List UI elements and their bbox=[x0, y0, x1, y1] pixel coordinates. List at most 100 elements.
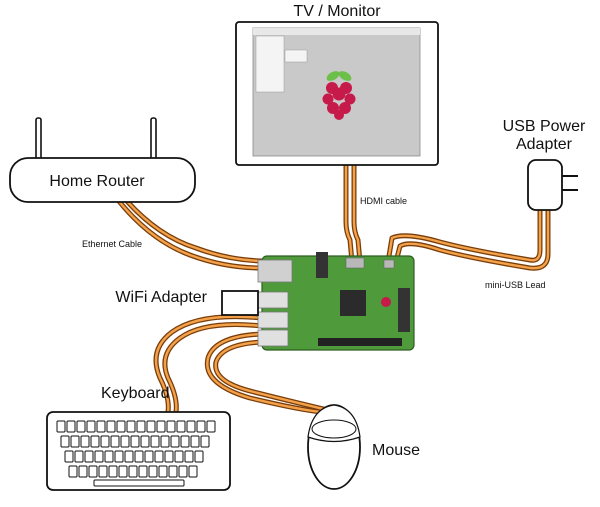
keyboard-key bbox=[160, 435, 170, 448]
keyboard-key bbox=[148, 465, 158, 478]
keyboard-key bbox=[170, 435, 180, 448]
keyboard-key bbox=[120, 435, 130, 448]
mouse-buttons bbox=[307, 404, 361, 443]
mouse: Mouse bbox=[307, 404, 420, 490]
keyboard-key bbox=[108, 465, 118, 478]
keyboard-key bbox=[138, 465, 148, 478]
gpio-header bbox=[318, 338, 402, 346]
keyboard: Keyboard bbox=[46, 385, 231, 491]
keyboard-cable bbox=[153, 314, 265, 415]
keyboard-key bbox=[200, 435, 210, 448]
tv-monitor: TV / Monitor bbox=[235, 3, 439, 166]
ethernet-cable-label: Ethernet Cable bbox=[82, 239, 142, 249]
router-label: Home Router bbox=[49, 173, 145, 190]
keyboard-key bbox=[140, 435, 150, 448]
keyboard-key bbox=[98, 465, 108, 478]
keyboard-key bbox=[78, 465, 88, 478]
usb-port-2 bbox=[257, 311, 289, 329]
screen-taskbar bbox=[253, 28, 420, 35]
keyboard-key bbox=[68, 465, 78, 478]
hdmi-cable-label: HDMI cable bbox=[360, 196, 407, 206]
keyboard-key bbox=[180, 435, 190, 448]
keyboard-key bbox=[178, 465, 188, 478]
mouse-scroll-area bbox=[311, 419, 357, 439]
board-logo-icon bbox=[381, 297, 391, 307]
raspberry-logo-icon bbox=[322, 71, 356, 120]
audio-jack bbox=[316, 252, 328, 278]
raspberry-pi-board bbox=[257, 252, 415, 351]
screen-submenu bbox=[284, 49, 308, 63]
keyboard-key bbox=[176, 420, 186, 433]
keyboard-key bbox=[114, 450, 124, 463]
soc-chip bbox=[340, 290, 366, 316]
home-router: Home Router bbox=[9, 117, 196, 203]
keyboard-key bbox=[96, 420, 106, 433]
wifi-label: WiFi Adapter bbox=[115, 289, 207, 306]
wifi-dongle bbox=[221, 290, 259, 316]
keyboard-key bbox=[86, 420, 96, 433]
hdmi-cable bbox=[343, 162, 363, 265]
keyboard-key bbox=[66, 420, 76, 433]
power-adapter-body bbox=[527, 159, 563, 211]
keyboard-key bbox=[128, 465, 138, 478]
keyboard-key bbox=[76, 420, 86, 433]
keyboard-key bbox=[124, 450, 134, 463]
keyboard-key bbox=[196, 420, 206, 433]
keyboard-key bbox=[146, 420, 156, 433]
keyboard-keys bbox=[56, 420, 216, 487]
keyboard-key bbox=[166, 420, 176, 433]
router-antenna-left bbox=[35, 117, 42, 161]
keyboard-key bbox=[64, 450, 74, 463]
router-body bbox=[9, 157, 196, 203]
hdmi-port bbox=[345, 257, 365, 269]
keyboard-key bbox=[156, 420, 166, 433]
keyboard-key bbox=[94, 450, 104, 463]
keyboard-key bbox=[150, 435, 160, 448]
keyboard-key bbox=[88, 465, 98, 478]
keyboard-key bbox=[100, 435, 110, 448]
keyboard-key bbox=[154, 450, 164, 463]
keyboard-key bbox=[74, 450, 84, 463]
mini-usb-label: mini-USB Lead bbox=[485, 280, 546, 290]
keyboard-key bbox=[158, 465, 168, 478]
tv-monitor-label: TV / Monitor bbox=[293, 3, 381, 20]
keyboard-key bbox=[80, 435, 90, 448]
display-connector bbox=[398, 288, 410, 332]
keyboard-key bbox=[56, 420, 66, 433]
keyboard-key bbox=[118, 465, 128, 478]
router-antenna-right bbox=[150, 117, 157, 161]
keyboard-key bbox=[206, 420, 216, 433]
ethernet-port bbox=[257, 259, 293, 283]
keyboard-key bbox=[188, 465, 198, 478]
screen-start-menu bbox=[255, 35, 285, 93]
mouse-cable bbox=[204, 331, 331, 415]
keyboard-key bbox=[110, 435, 120, 448]
keyboard-key bbox=[126, 420, 136, 433]
keyboard-key bbox=[174, 450, 184, 463]
keyboard-label: Keyboard bbox=[101, 385, 170, 402]
keyboard-key bbox=[136, 420, 146, 433]
keyboard-key bbox=[60, 435, 70, 448]
keyboard-key bbox=[134, 450, 144, 463]
keyboard-key bbox=[144, 450, 154, 463]
mouse-label: Mouse bbox=[372, 442, 420, 459]
keyboard-key bbox=[130, 435, 140, 448]
wifi-adapter: WiFi Adapter bbox=[115, 289, 259, 316]
keyboard-key bbox=[164, 450, 174, 463]
ethernet-cable bbox=[115, 197, 265, 271]
keyboard-key bbox=[190, 435, 200, 448]
keyboard-key bbox=[184, 450, 194, 463]
keyboard-key bbox=[186, 420, 196, 433]
keyboard-key bbox=[104, 450, 114, 463]
usb-power-label-line2: Adapter bbox=[516, 136, 573, 153]
mini-usb-cable bbox=[385, 207, 551, 271]
usb-power-label-line1: USB Power bbox=[503, 118, 586, 135]
keyboard-key bbox=[70, 435, 80, 448]
keyboard-key bbox=[116, 420, 126, 433]
usb-port-3 bbox=[257, 329, 289, 347]
usb-port-1 bbox=[257, 291, 289, 309]
keyboard-key bbox=[90, 435, 100, 448]
micro-usb-port bbox=[383, 259, 395, 269]
keyboard-spacebar bbox=[93, 479, 185, 487]
